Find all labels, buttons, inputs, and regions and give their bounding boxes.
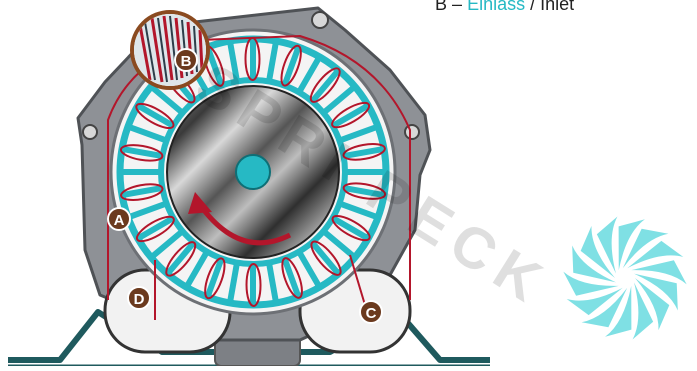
rotor-shaft (236, 155, 270, 189)
zoom-inset (130, 10, 210, 90)
spiral-logo (563, 216, 686, 339)
legend-term-de: Einlass (467, 0, 525, 14)
legend-dash: – (452, 0, 462, 14)
marker-b: B (175, 49, 197, 71)
marker-c: C (360, 301, 382, 323)
legend-term-en: Inlet (540, 0, 574, 14)
marker-d: D (128, 287, 150, 309)
marker-c-label: C (366, 305, 377, 322)
marker-a-label: A (114, 212, 125, 229)
legend-letter: B (435, 0, 447, 14)
marker-a: A (108, 208, 130, 230)
legend-separator: / (530, 0, 535, 14)
legend-line: B – Einlass / Inlet (435, 0, 574, 15)
marker-b-label: B (181, 53, 192, 70)
marker-d-label: D (134, 291, 145, 308)
